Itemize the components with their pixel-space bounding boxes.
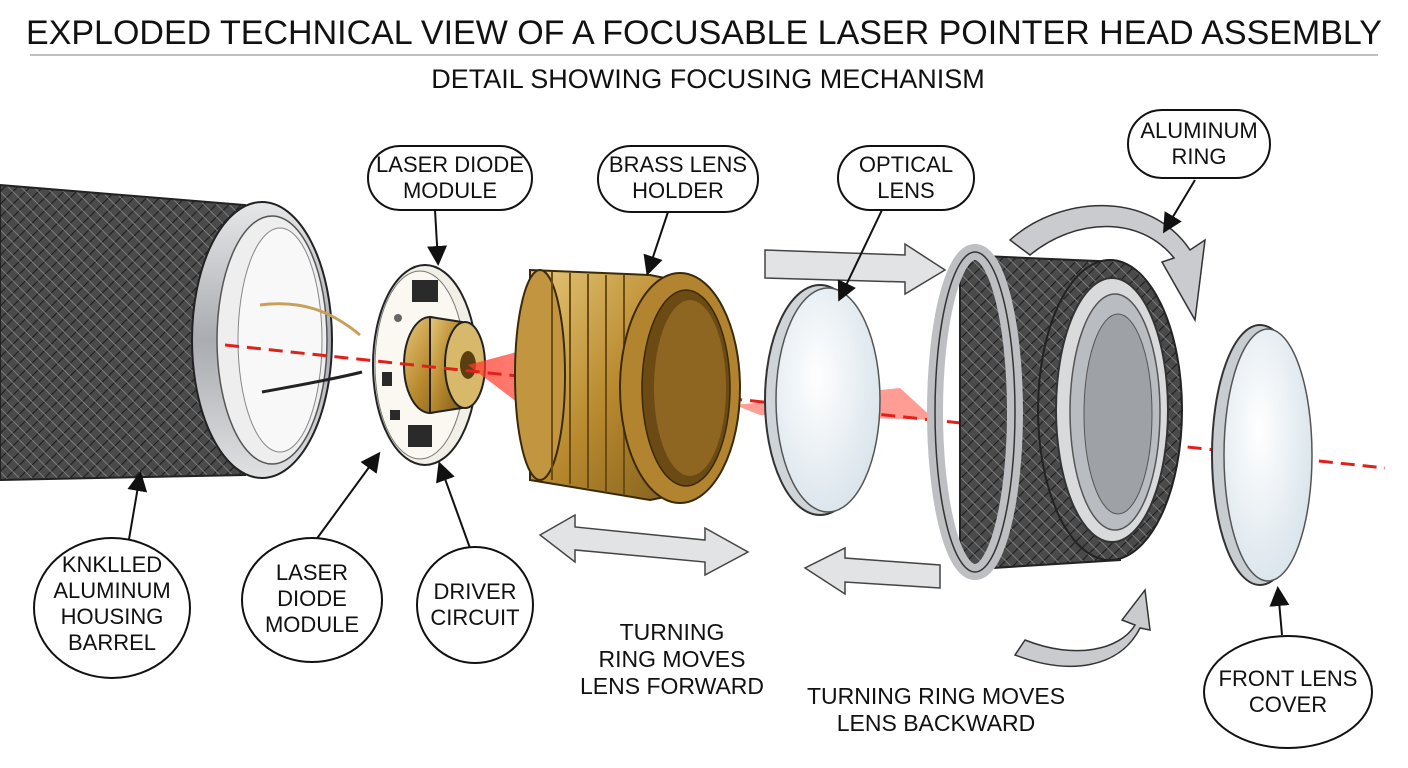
housing-barrel <box>0 183 363 482</box>
callout-text: COVER <box>1249 692 1327 717</box>
callout-text: ALUMINUM <box>53 578 170 603</box>
callout-housing: KNKLLED ALUMINUM HOUSING BARREL <box>33 537 191 679</box>
callout-text: LASER DIODE <box>376 152 524 177</box>
caption-text: RING MOVES <box>599 646 746 672</box>
caption-text: LENS BACKWARD <box>837 710 1036 736</box>
callout-text: CIRCUIT <box>430 605 519 630</box>
caption-text: TURNING RING MOVES <box>807 683 1065 709</box>
front-lens-cover <box>1211 324 1313 586</box>
callout-text: HOUSING <box>61 604 164 629</box>
callout-front: FRONT LENS COVER <box>1203 635 1373 749</box>
caption-text: TURNING <box>620 619 725 645</box>
callout-text: DIODE <box>277 586 347 611</box>
leader-lines <box>127 179 1290 636</box>
page-title: EXPLODED TECHNICAL VIEW OF A FOCUSABLE L… <box>26 14 1382 52</box>
callout-ring: ALUMINUM RING <box>1127 109 1271 179</box>
callout-diode-top: LASER DIODE MODULE <box>367 145 533 211</box>
callout-text: OPTICAL <box>859 152 953 177</box>
callout-text: FRONT LENS <box>1219 666 1358 691</box>
arrow-backward-left-icon <box>803 546 941 596</box>
callout-text: KNKLLED <box>62 552 162 577</box>
callout-text: BARREL <box>68 630 156 655</box>
callout-optical: OPTICAL LENS <box>837 145 975 211</box>
aluminum-focus-ring <box>927 244 1183 580</box>
brass-lens-holder <box>514 268 741 504</box>
rotation-arrow-top-icon <box>1008 204 1206 323</box>
arrow-forward-right-icon <box>764 242 947 296</box>
callout-text: RING <box>1172 144 1227 169</box>
callout-text: MODULE <box>265 612 359 637</box>
caption-backward: TURNING RING MOVES LENS BACKWARD <box>807 683 1065 736</box>
rotation-arrow-bottom-icon <box>1013 588 1151 667</box>
callout-text: DRIVER <box>433 579 516 604</box>
callout-text: BRASS LENS <box>609 152 747 177</box>
callout-driver: DRIVER CIRCUIT <box>416 546 534 664</box>
callout-text: LASER <box>276 560 348 585</box>
callout-brass: BRASS LENS HOLDER <box>597 145 759 213</box>
callout-text: LENS <box>877 178 934 203</box>
caption-text: LENS FORWARD <box>580 673 764 699</box>
callout-text: ALUMINUM <box>1140 118 1257 143</box>
motion-arrows <box>538 204 1206 667</box>
caption-forward: TURNING RING MOVES LENS FORWARD <box>580 619 764 699</box>
optical-lens <box>764 284 881 516</box>
arrow-double-horizontal-icon <box>538 513 750 577</box>
callout-diode-bottom: LASER DIODE MODULE <box>241 537 383 663</box>
callout-text: MODULE <box>403 178 497 203</box>
page-subtitle: DETAIL SHOWING FOCUSING MECHANISM <box>431 64 985 94</box>
callout-text: HOLDER <box>632 178 724 203</box>
